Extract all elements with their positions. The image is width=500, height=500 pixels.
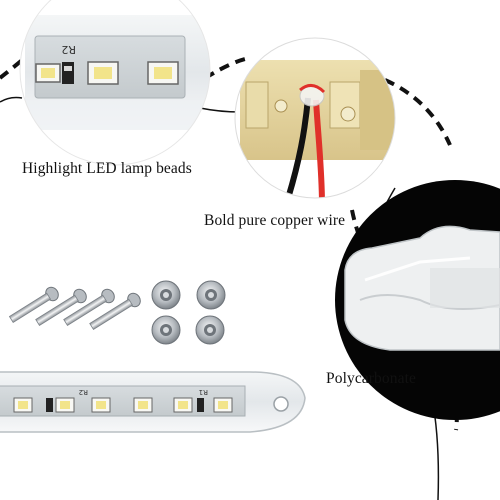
solid-arc-led — [199, 107, 241, 113]
solid-arc-left — [0, 96, 23, 103]
dashed-arc-top-right — [203, 56, 251, 80]
lock-nut-icon — [151, 315, 181, 345]
led-bead — [173, 397, 193, 413]
led-bead — [133, 397, 153, 413]
lock-nut-icon — [151, 280, 181, 310]
lock-nut-icon — [195, 315, 225, 345]
screw-icon — [89, 292, 141, 331]
screw-icon — [63, 288, 115, 327]
led-bead-middle — [87, 61, 119, 85]
screw-icon — [8, 286, 59, 323]
led-bead — [13, 397, 33, 413]
caption-led-lamp-beads: Highlight LED lamp beads — [22, 160, 192, 177]
resistor — [62, 62, 74, 84]
wire-closeup — [234, 37, 396, 199]
led-bead — [55, 397, 75, 413]
pcb-label-top-r2: R2 — [61, 43, 76, 56]
red-wire — [313, 99, 325, 198]
black-wire — [283, 97, 311, 198]
led-bead-left — [35, 63, 61, 83]
caption-copper-wire: Bold pure copper wire — [204, 212, 346, 229]
pcb-label-bottom-r1: R1 — [199, 388, 208, 396]
led-closeup: R2 — [19, 0, 211, 166]
screws — [8, 286, 141, 331]
led-bead-right — [147, 61, 179, 85]
led-strip-light: R2 R1 — [0, 371, 306, 433]
caption-polycarbonate: Polycarbonate — [326, 370, 416, 387]
mounting-hole — [273, 396, 289, 412]
led-bead — [213, 397, 233, 413]
led-bead — [91, 397, 111, 413]
nuts — [151, 280, 226, 345]
lock-nut-icon — [196, 280, 226, 310]
dashed-arc-right — [384, 78, 452, 146]
dashed-arc-top — [0, 57, 25, 80]
pcb-label-bottom-r2: R2 — [79, 388, 88, 396]
screw-icon — [35, 288, 87, 327]
